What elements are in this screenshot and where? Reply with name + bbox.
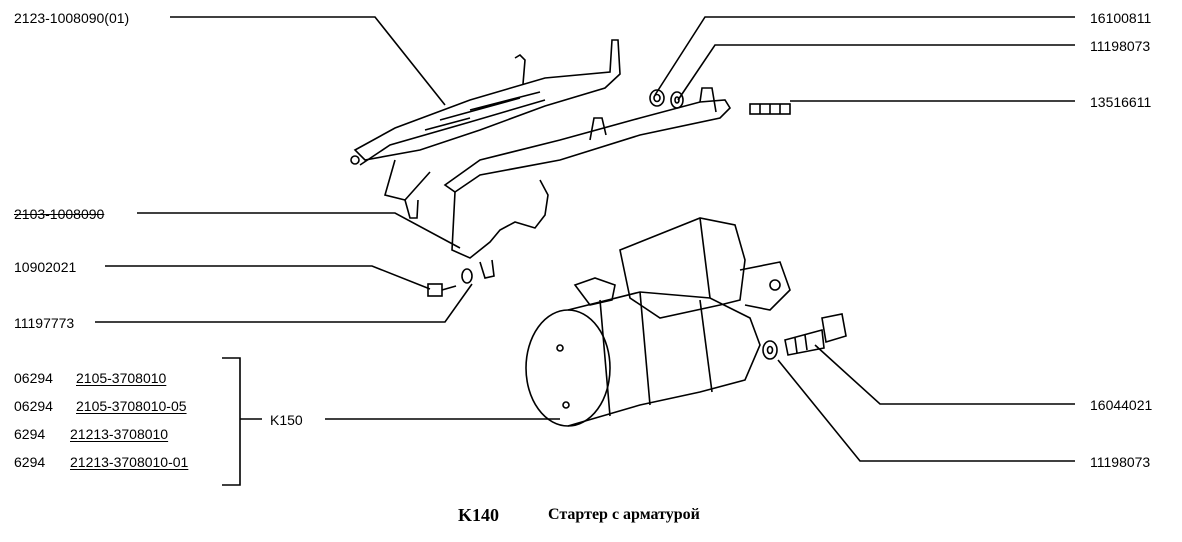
variant-bracket xyxy=(222,357,241,486)
variant-part: 2105-3708010 xyxy=(76,370,167,386)
heat-shield-lower xyxy=(443,87,732,279)
variant-code: 6294 xyxy=(14,426,46,442)
bolt-10902021 xyxy=(427,283,457,297)
heat-shield-upper xyxy=(350,39,621,219)
variant-code: 06294 xyxy=(14,370,53,386)
variant-part: 21213-3708010 xyxy=(70,426,169,442)
bolt-16044021 xyxy=(784,313,847,356)
label-10902021: 10902021 xyxy=(14,259,77,275)
label-11198073-top: 11198073 xyxy=(1090,38,1151,54)
label-2103-1008090: 2103-1008090 xyxy=(14,206,105,222)
washer-11198073-bottom xyxy=(762,340,778,360)
washer-11197773 xyxy=(461,268,473,284)
label-13516611: 13516611 xyxy=(1090,94,1152,110)
label-11198073-bottom: 11198073 xyxy=(1090,454,1151,470)
label-16044021: 16044021 xyxy=(1090,397,1153,413)
nut-16100811 xyxy=(649,89,665,107)
label-k150: K150 xyxy=(270,412,303,428)
variant-part: 21213-3708010-01 xyxy=(70,454,189,470)
figure-title: Стартер с арматурой xyxy=(548,506,700,523)
label-2123-1008090: 2123-1008090(01) xyxy=(14,10,130,26)
stud-13516611 xyxy=(749,103,791,115)
label-16100811: 16100811 xyxy=(1090,10,1152,26)
figure-code: K140 xyxy=(458,505,500,525)
variant-code: 06294 xyxy=(14,398,53,414)
variant-code: 6294 xyxy=(14,454,46,470)
starter xyxy=(525,217,791,427)
leader-lines xyxy=(95,16,1075,462)
label-11197773: 11197773 xyxy=(14,315,75,331)
variant-part: 2105-3708010-05 xyxy=(76,398,187,414)
washer-11198073-top xyxy=(670,91,684,109)
